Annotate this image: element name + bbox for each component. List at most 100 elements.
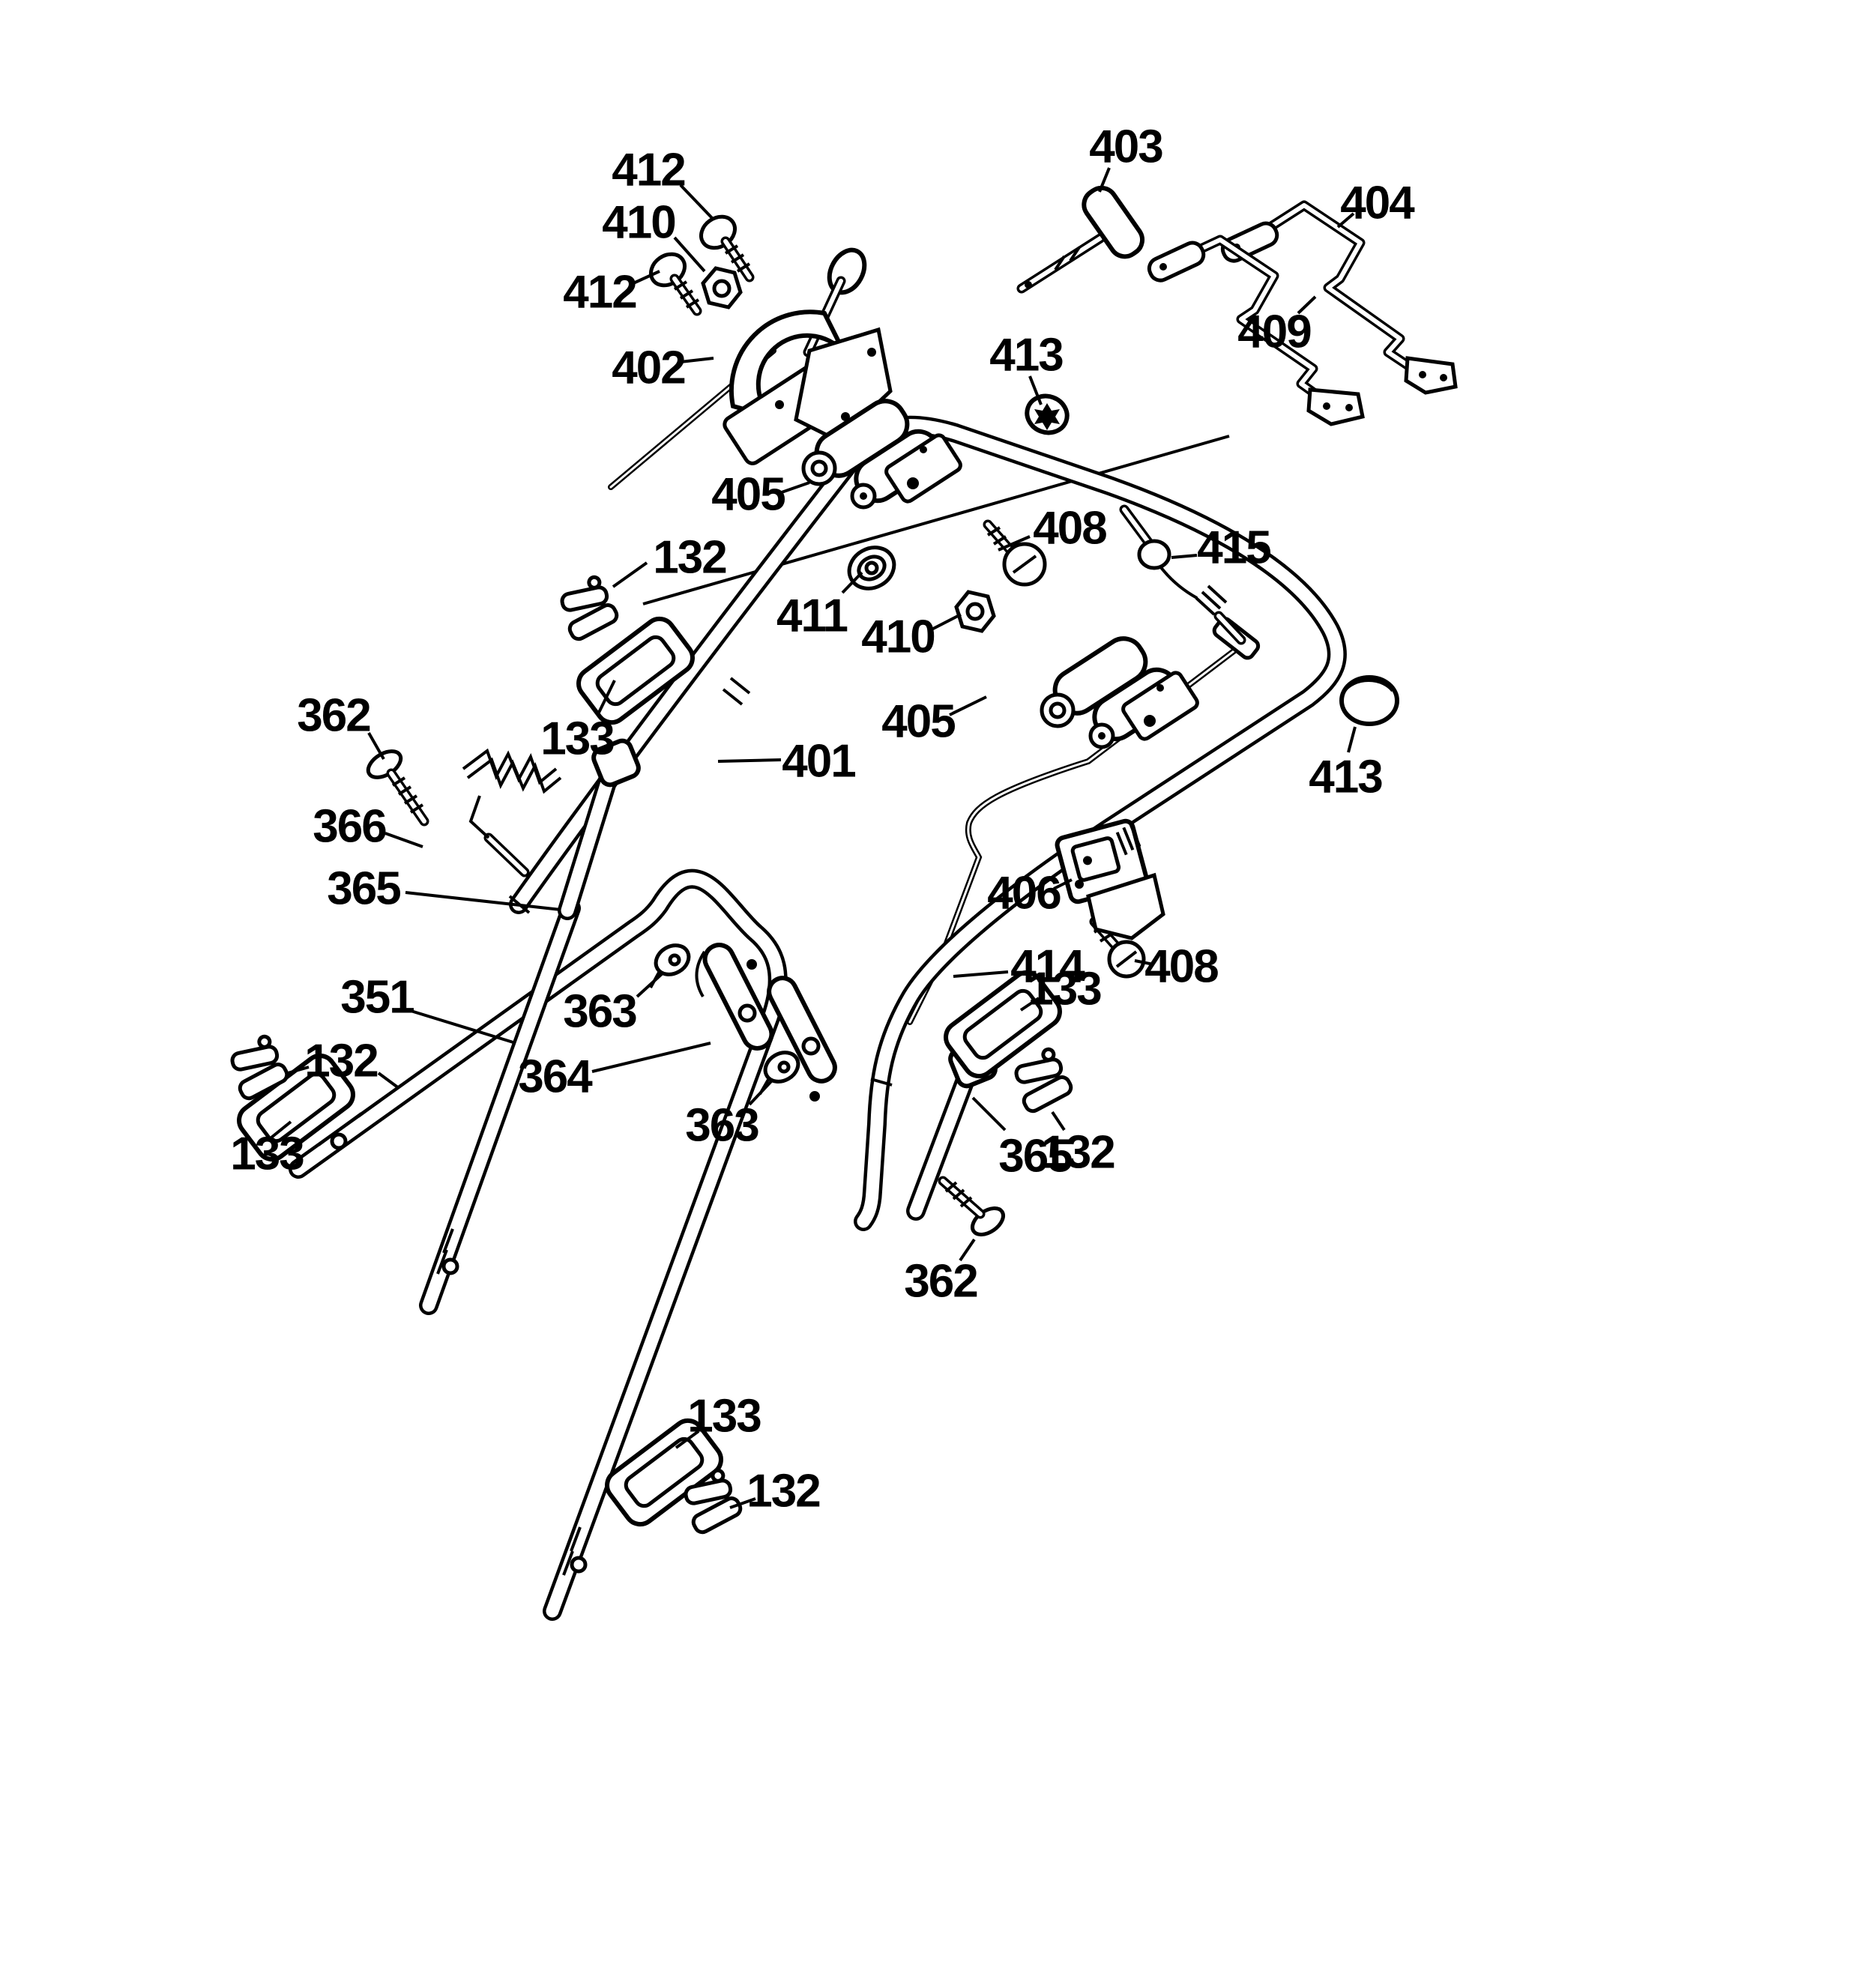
part-label-grommet-133-b: 133: [230, 1129, 304, 1180]
leader-line-grommet-133-c: [1019, 997, 1040, 1012]
leader-line-pin-415: [1171, 554, 1198, 559]
leader-line-screw-408-lower: [1134, 959, 1154, 966]
part-label-cap-413: 413: [1309, 752, 1382, 803]
part-label-pin-415: 415: [1197, 522, 1270, 574]
part-label-nut-411: 411: [776, 590, 848, 642]
part-363-clip-a: [649, 943, 691, 988]
leader-line-cable-414: [953, 970, 1009, 978]
part-410-nut-upper: [701, 266, 743, 309]
part-label-clip-363-a: 363: [563, 986, 636, 1038]
part-label-upper-handle-401: 401: [782, 736, 855, 788]
leader-line-cap-413: [1347, 726, 1357, 753]
leader-line-lever-364: [591, 1042, 711, 1073]
part-label-switch-housing-406: 406: [987, 868, 1061, 919]
part-132-clip-d: [684, 1468, 743, 1535]
leader-line-switch-housing-406: [1053, 878, 1073, 890]
part-label-throttle-control-402: 402: [612, 342, 684, 394]
part-410-nut-lower: [954, 590, 996, 633]
part-403-handle-bolt: [1016, 185, 1145, 294]
part-409-bail: [1147, 235, 1365, 426]
leader-line-clip-363-b: [748, 1079, 773, 1106]
leader-line-star-washer-413: [1028, 375, 1043, 405]
part-label-screw-408-lower: 408: [1144, 941, 1218, 993]
part-label-bail-404: 404: [1340, 178, 1415, 229]
leader-line-screw-412-upper: [679, 184, 715, 221]
part-label-nut-410-lower: 410: [861, 611, 934, 663]
part-133-grommet-d: [605, 1418, 723, 1527]
leader-line-clip-132-a: [612, 561, 648, 588]
part-label-lower-handle-351: 351: [340, 972, 414, 1024]
part-404-bail: [1220, 200, 1458, 395]
part-413-cap: [1339, 675, 1399, 726]
part-label-screw-412-lower: 412: [563, 267, 636, 318]
part-412-screw-lower: [649, 252, 702, 316]
leader-line-clip-363-a: [636, 971, 665, 998]
leader-line-lower-handle-351: [408, 1009, 516, 1045]
part-366-wire-clip: [462, 748, 562, 877]
leader-line-bail-404: [1336, 212, 1355, 229]
part-351-lower-handle: [289, 868, 820, 1621]
leader-line-clip-132-d: [729, 1497, 756, 1509]
part-label-clip-132-b: 132: [304, 1036, 377, 1087]
part-408-screw-upper: [983, 519, 1047, 587]
part-label-grommet-133-d: 133: [687, 1391, 761, 1442]
leader-line-nut-410-upper: [673, 236, 706, 273]
part-label-nut-410-upper: 410: [602, 197, 675, 249]
part-label-bail-409: 409: [1237, 306, 1311, 358]
part-label-screw-408-upper: 408: [1033, 503, 1106, 555]
part-label-clamp-405-lower: 405: [881, 696, 955, 748]
part-label-star-washer-413: 413: [989, 330, 1063, 381]
part-label-sleeve-365-left: 365: [327, 863, 400, 915]
part-label-handle-bolt-403: 403: [1089, 121, 1162, 173]
leader-line-screw-408-upper: [998, 535, 1031, 552]
part-label-clip-132-a: 132: [653, 532, 726, 584]
leader-line-nut-410-lower: [931, 613, 962, 631]
part-label-clip-363-b: 363: [685, 1100, 758, 1152]
part-415-pin: [1119, 504, 1246, 645]
part-405-clamp-lower: [1040, 636, 1199, 749]
part-405-clamp-upper: [801, 399, 962, 510]
part-label-grommet-133-a: 133: [540, 713, 614, 765]
part-label-clip-132-c: 132: [1041, 1127, 1114, 1179]
part-label-screw-412-upper: 412: [612, 145, 684, 196]
leader-line-sleeve-365-right: [971, 1096, 1007, 1132]
part-411-nut: [847, 546, 896, 590]
leader-line-clamp-405-lower: [949, 695, 987, 716]
leader-line-grommet-133-b: [270, 1120, 292, 1139]
part-362-screw-right: [938, 1176, 1005, 1236]
leader-line-clamp-405-upper: [779, 481, 810, 495]
leader-line-throttle-control-402: [680, 357, 714, 363]
leader-line-handle-bolt-403: [1098, 167, 1111, 193]
leader-line-screw-412-lower: [633, 270, 660, 285]
part-413-star-washer: [1025, 393, 1070, 435]
part-132-clip-b: [230, 1034, 289, 1101]
leader-line-nut-411: [841, 571, 863, 594]
part-label-cable-414: 414: [1010, 941, 1085, 993]
part-132-clip-c: [1014, 1047, 1073, 1114]
part-412-screw-upper: [699, 214, 755, 283]
part-132-clip-a: [560, 575, 619, 641]
slot-details: [317, 959, 820, 1576]
part-label-clip-132-d: 132: [746, 1466, 819, 1517]
leader-line-sleeve-365-left: [405, 891, 561, 911]
leader-line-upper-handle-401: [717, 758, 782, 763]
part-label-grommet-133-c: 133: [1028, 964, 1101, 1015]
part-364-lever: [695, 943, 837, 1084]
leader-line-clip-132-c: [1051, 1111, 1066, 1132]
part-label-sleeve-365-right: 365: [998, 1131, 1072, 1182]
part-label-screw-362-left: 362: [297, 690, 370, 742]
part-label-wire-clip-366: 366: [313, 801, 386, 853]
leader-line-screw-362-left: [367, 732, 385, 760]
part-406-switch-housing: [1055, 818, 1165, 940]
part-365-sleeve-left: [558, 738, 641, 920]
leader-line-bail-409: [1297, 295, 1317, 315]
leader-line-grommet-133-a: [596, 680, 616, 716]
leader-line-grommet-133-d: [675, 1430, 700, 1449]
part-362-screw-left: [366, 749, 429, 827]
leader-line-wire-clip-366: [384, 832, 423, 848]
leader-line-clip-132-b: [287, 1066, 310, 1075]
leader-line-screw-362-right: [959, 1238, 976, 1262]
